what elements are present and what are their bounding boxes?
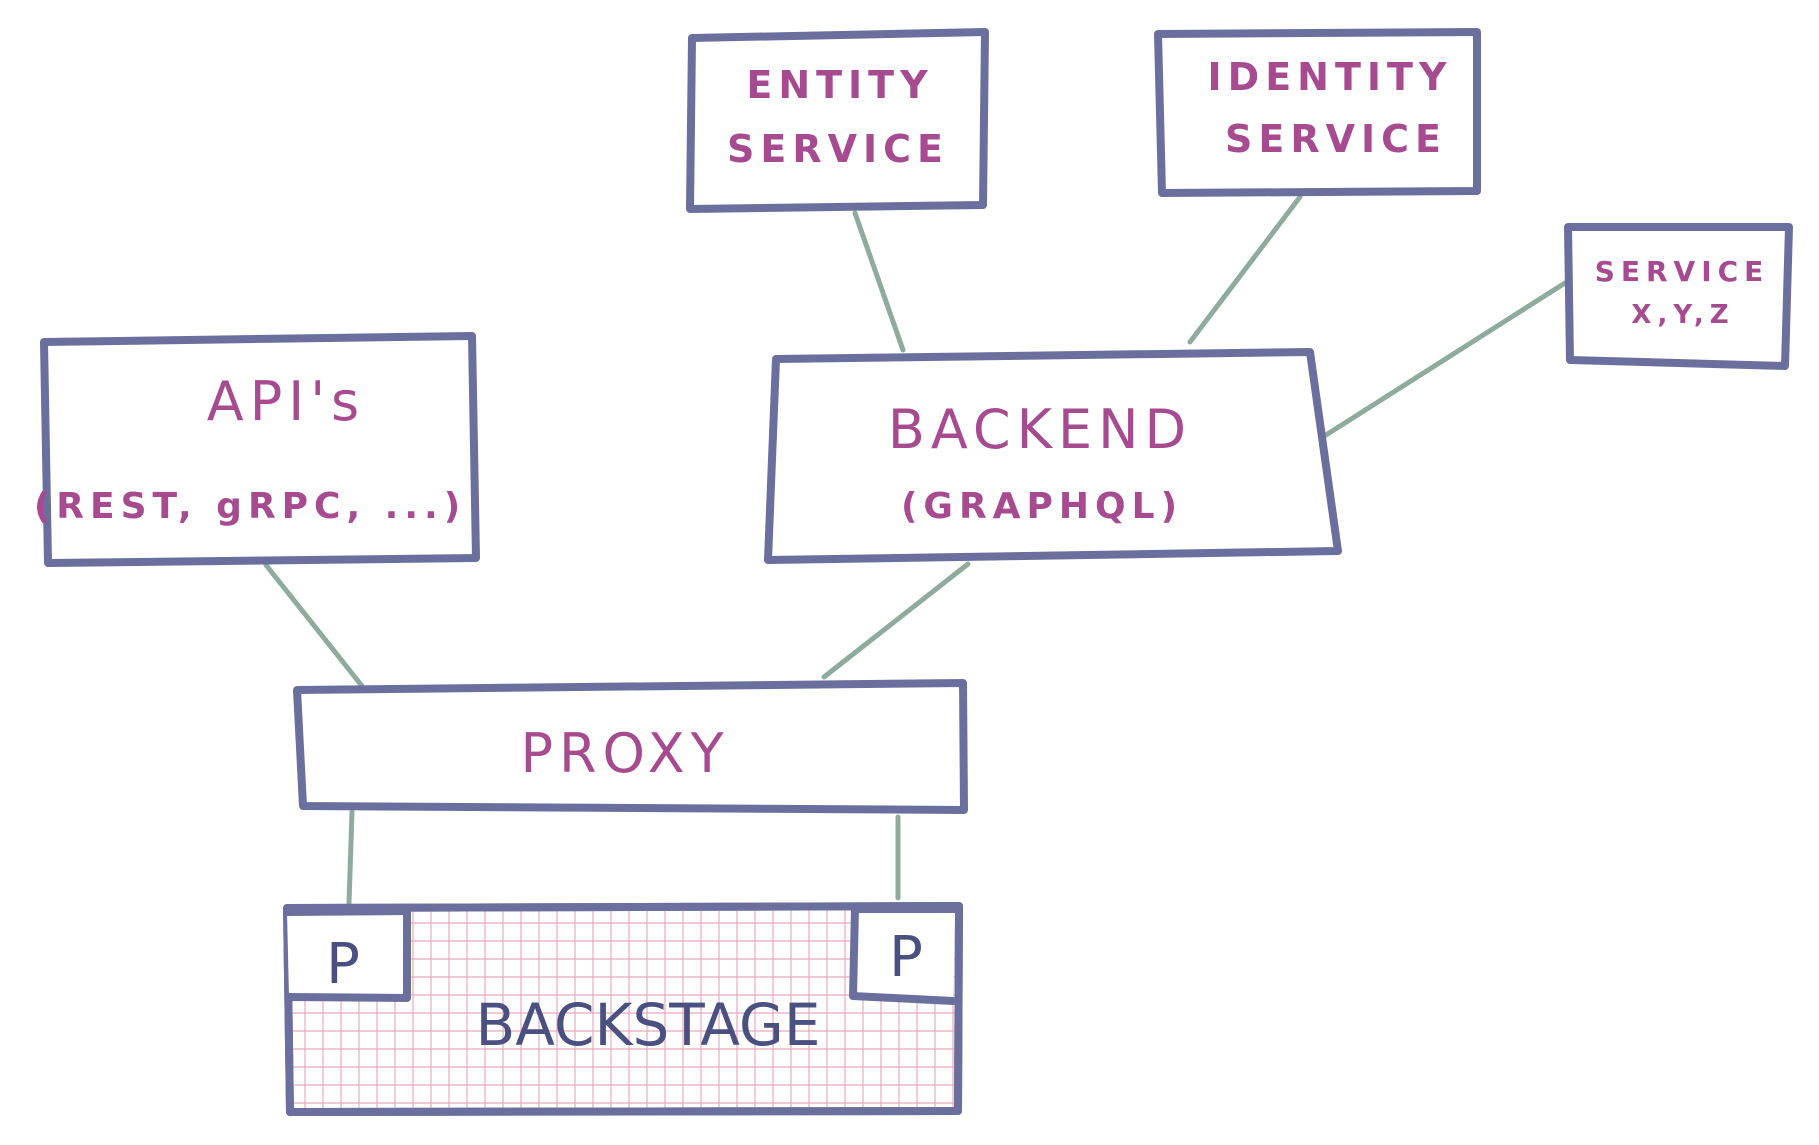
backstage-label: BACKSTAGE — [476, 991, 821, 1059]
plugin-right-box — [849, 905, 959, 1005]
apis-label-line2: (REST, gRPC, ...) — [34, 486, 466, 527]
plugin-left-label: P — [326, 932, 360, 997]
connector-servicexyz-backend — [1323, 280, 1568, 438]
proxy-box — [293, 679, 968, 814]
apis-node: API's (REST, gRPC, ...) — [34, 332, 480, 567]
proxy-label: PROXY — [520, 722, 729, 785]
entity-service-label-line2: SERVICE — [727, 127, 949, 171]
plugin-right-label: P — [889, 925, 923, 990]
identity-service-box — [1154, 28, 1481, 197]
connector-entity-backend — [852, 210, 906, 353]
proxy-node: PROXY — [293, 679, 968, 814]
apis-label-line1: API's — [207, 370, 365, 433]
connector-backend-proxy — [821, 561, 971, 680]
connector-identity-backend — [1187, 194, 1303, 345]
plugin-left-box — [283, 907, 411, 1002]
entity-service-box — [686, 28, 989, 213]
identity-service-label-line2: SERVICE — [1225, 117, 1447, 161]
identity-service-node: IDENTITY SERVICE — [1154, 28, 1481, 197]
connectors — [263, 194, 1568, 906]
identity-service-label-line1: IDENTITY — [1208, 55, 1453, 99]
entity-service-node: ENTITY SERVICE — [686, 28, 989, 213]
apis-box — [40, 332, 480, 567]
backend-label-line1: BACKEND — [888, 398, 1192, 461]
backstage-node: P P BACKSTAGE — [283, 902, 963, 1116]
connector-proxy-plugin-left — [346, 809, 355, 906]
backend-box — [764, 348, 1342, 564]
service-xyz-label-line1: SERVICE — [1595, 255, 1770, 288]
backend-node: BACKEND (GRAPHQL) — [764, 348, 1342, 564]
service-xyz-node: SERVICE X,Y,Z — [1564, 223, 1793, 370]
backend-label-line2: (GRAPHQL) — [901, 486, 1183, 527]
service-xyz-box — [1564, 223, 1793, 370]
connector-apis-proxy — [263, 562, 365, 689]
entity-service-label-line1: ENTITY — [746, 63, 933, 107]
service-xyz-label-line2: X,Y,Z — [1631, 300, 1734, 330]
